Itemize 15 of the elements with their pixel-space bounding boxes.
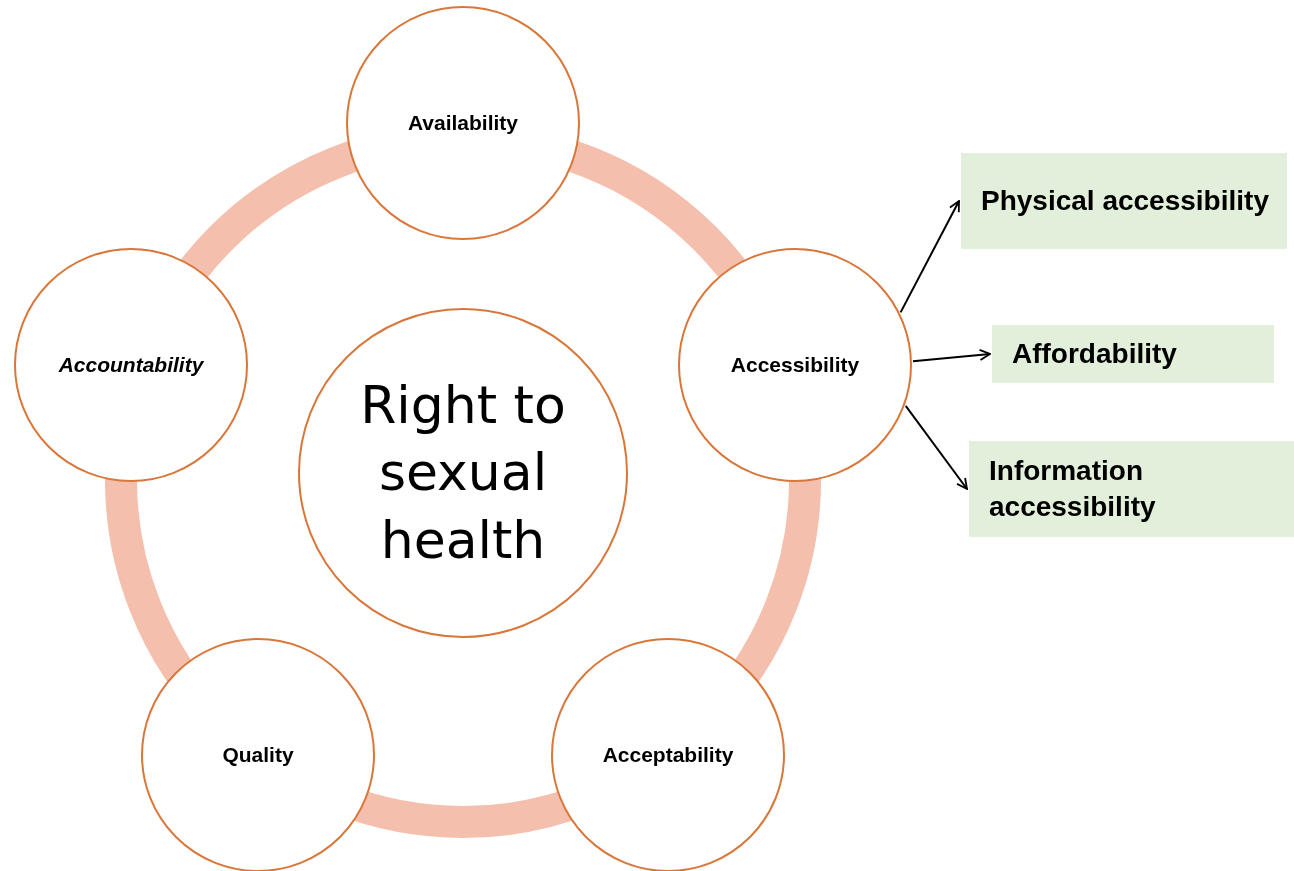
arrow: [904, 404, 968, 490]
node-label: Accessibility: [730, 352, 860, 378]
node-label: Accountability: [58, 352, 204, 378]
box-label: Physical accessibility: [981, 183, 1269, 218]
arrow: [899, 200, 960, 314]
arrow: [911, 349, 991, 363]
node-label: Availability: [407, 110, 519, 136]
label-box: [961, 153, 1287, 249]
node-label: Right to sexual health: [359, 373, 567, 572]
label-box: [992, 325, 1274, 383]
box-label: Affordability: [1012, 336, 1177, 371]
label-box: [969, 441, 1294, 537]
node-label: Quality: [222, 742, 294, 768]
box-label: Information accessibility: [989, 453, 1157, 524]
node-label: Acceptability: [602, 742, 734, 768]
